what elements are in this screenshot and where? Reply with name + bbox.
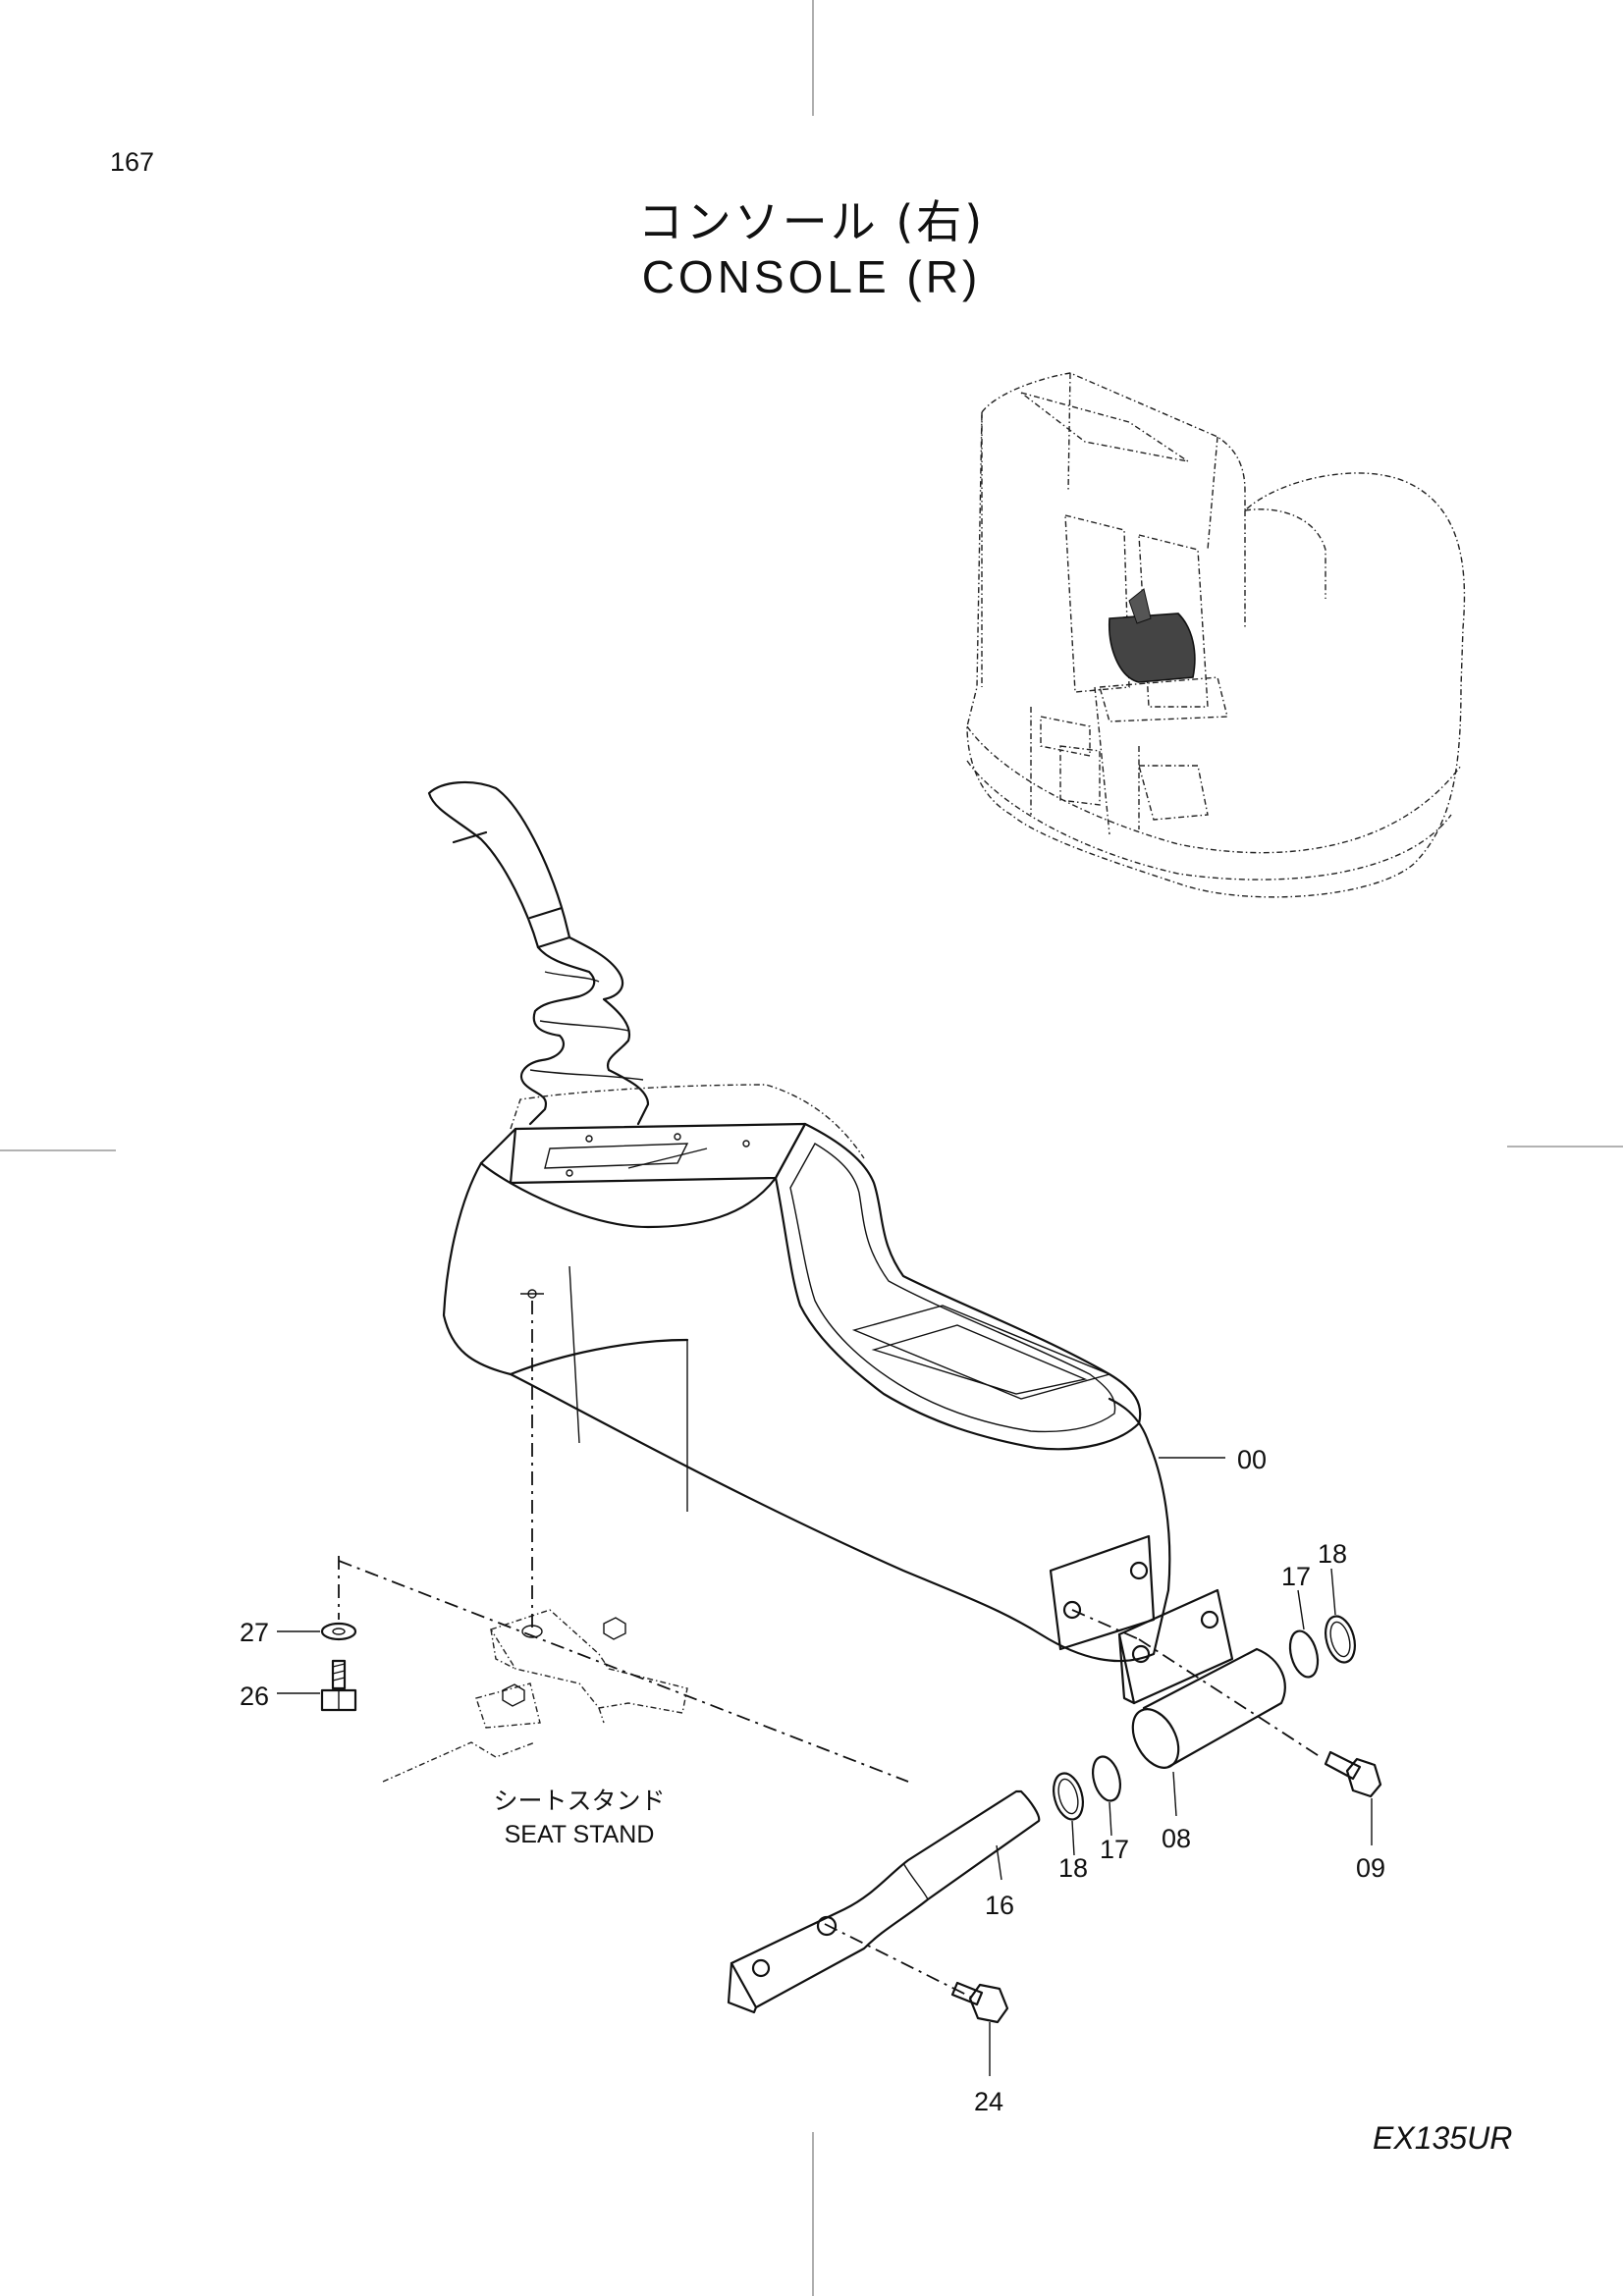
bolt-26 bbox=[277, 1659, 357, 1712]
seat-stand-label-jp: シートスタンド bbox=[493, 1787, 665, 1815]
callout-18a: 18 bbox=[1318, 1539, 1347, 1569]
center-lines bbox=[338, 1301, 1322, 1999]
bolt-24 bbox=[950, 1981, 1009, 2076]
bolt-09 bbox=[1324, 1750, 1382, 1845]
pipe-08 bbox=[1131, 1647, 1286, 1817]
callout-09: 09 bbox=[1356, 1853, 1385, 1883]
snap-ring-18-lower bbox=[1053, 1772, 1084, 1856]
washer-27 bbox=[277, 1622, 357, 1641]
seat-stand-label-en: SEAT STAND bbox=[505, 1821, 655, 1848]
page-title-jp: コンソール (右) bbox=[637, 195, 986, 248]
callout-labels: 00 17 18 27 26 08 09 18 17 16 24 bbox=[240, 1445, 1385, 2116]
callout-00: 00 bbox=[1237, 1445, 1267, 1474]
page-title-en: CONSOLE (R) bbox=[641, 251, 982, 302]
model-code: EX135UR bbox=[1373, 2120, 1513, 2156]
callout-08: 08 bbox=[1162, 1824, 1191, 1853]
callout-17a: 17 bbox=[1281, 1562, 1311, 1591]
ring-17-lower bbox=[1092, 1755, 1121, 1837]
link-16 bbox=[727, 1789, 1041, 2014]
callout-27: 27 bbox=[240, 1618, 269, 1647]
page-number: 167 bbox=[110, 147, 155, 177]
cab-location-inset bbox=[966, 372, 1466, 898]
seat-stand bbox=[382, 1609, 688, 1783]
ring-17-upper bbox=[1288, 1589, 1320, 1679]
mounting-bracket bbox=[1117, 1588, 1234, 1705]
callout-16: 16 bbox=[985, 1891, 1014, 1920]
callout-26: 26 bbox=[240, 1682, 269, 1711]
callout-17b: 17 bbox=[1100, 1835, 1129, 1864]
callout-24: 24 bbox=[974, 2087, 1003, 2116]
console-body bbox=[427, 780, 1171, 1663]
callout-18b: 18 bbox=[1058, 1853, 1088, 1883]
snap-ring-18-upper bbox=[1325, 1568, 1356, 1664]
